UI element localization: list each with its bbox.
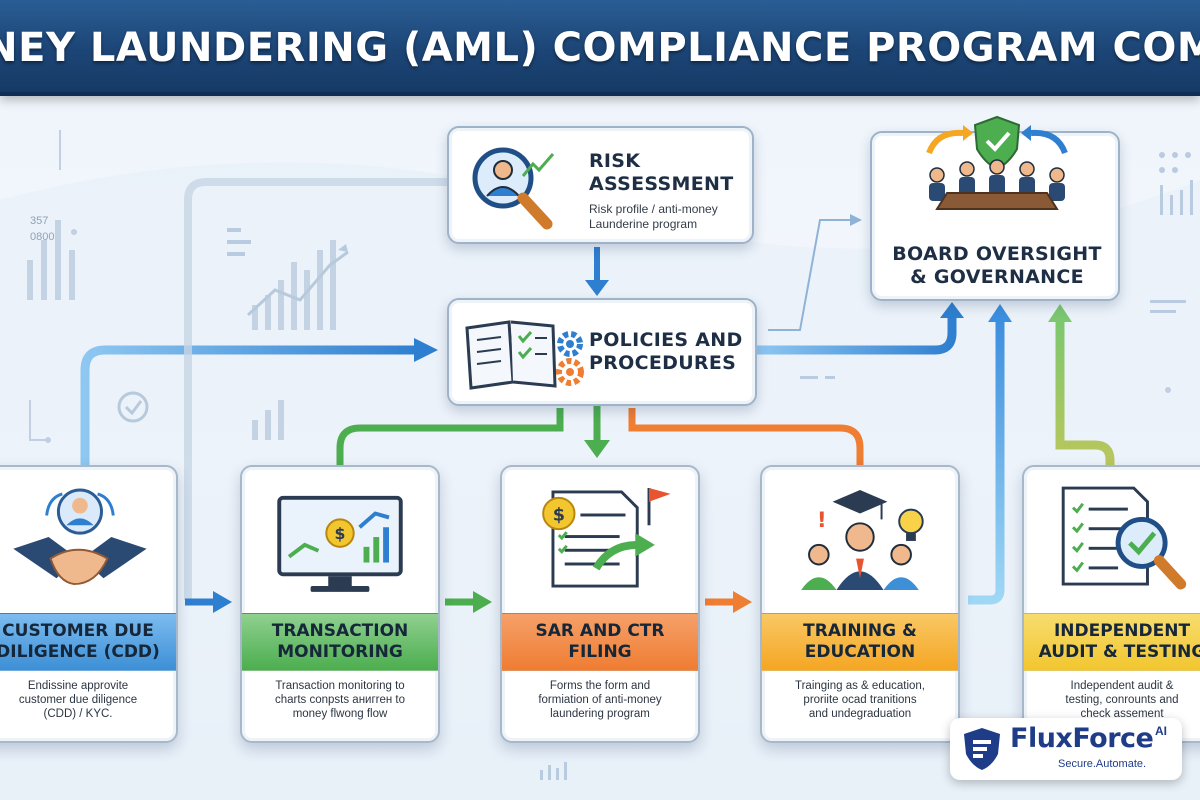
card-description: Forms the form and formiation of anti-mo… <box>510 679 690 721</box>
card-title-2: AUDIT & TESTING <box>1038 642 1200 662</box>
risk-assessment-title-2: ASSESSMENT <box>589 173 734 195</box>
risk-assessment-sub-1: Risk profile / anti-money <box>589 202 718 216</box>
desc-line: formiation of anti-money <box>538 694 662 706</box>
card-title-2: EDUCATION <box>804 642 916 662</box>
flag-icon <box>647 488 671 526</box>
desc-line: testing, conrounts and <box>1065 694 1179 706</box>
fluxforce-logo: FluxForce AI Secure.Automate. <box>950 718 1182 780</box>
dollar-document-icon: $ <box>542 488 671 588</box>
board-title-2: & GOVERNANCE <box>910 266 1084 288</box>
card-band: INDEPENDENT AUDIT & TESTING <box>1024 613 1200 671</box>
title-banner: ANTI-MONEY LAUNDERING (AML) COMPLIANCE P… <box>0 0 1200 96</box>
risk-assessment-title-1: RISK <box>589 150 641 172</box>
card-description: Transaction monitoring to charts conpsts… <box>250 679 430 721</box>
board-title-1: BOARD OVERSIGHT <box>892 243 1102 265</box>
card-title-1: SAR AND CTR <box>535 621 665 641</box>
card-arrows <box>185 591 752 613</box>
card-band: TRANSACTION MONITORING <box>242 613 438 671</box>
graduation-cap-icon: ! <box>801 490 924 590</box>
risk-assessment-node: RISK ASSESSMENT Risk profile / anti-mone… <box>447 126 754 244</box>
book-checklist-icon <box>465 320 557 390</box>
desc-line: Endissine approvite <box>27 680 129 692</box>
page-title: ANTI-MONEY LAUNDERING (AML) COMPLIANCE P… <box>0 25 1200 71</box>
magnifier-person-icon <box>472 147 555 230</box>
card-title-1: TRAINING & <box>803 621 917 641</box>
card-customer-due-diligence: CUSTOMER DUE DILIGENCE (CDD) Endissine a… <box>0 465 178 743</box>
desc-line: money flwong flow <box>292 708 388 720</box>
audit-checklist-icon <box>1061 486 1187 590</box>
board-oversight-node: BOARD OVERSIGHT & GOVERNANCE <box>870 115 1120 301</box>
desc-line: (CDD) / KYC. <box>43 708 113 720</box>
lightbulb-icon <box>898 508 924 541</box>
gear-icon <box>556 331 584 386</box>
policies-title-2: PROCEDURES <box>589 352 737 374</box>
board-meeting-icon <box>926 115 1068 210</box>
logo-tagline: Secure.Automate. <box>1058 758 1147 770</box>
svg-text:!: ! <box>817 508 827 533</box>
decor-number-1: 357 <box>30 215 48 227</box>
card-training-education: ! TRAINING & EDUCATION Trainging as & ed… <box>760 465 960 743</box>
desc-line: and undegraduation <box>808 708 912 720</box>
card-title-1: CUSTOMER DUE <box>2 621 154 641</box>
desc-line: charts conpsts aнигrен to <box>274 694 406 706</box>
card-sar-ctr-filing: $ SAR AND CTR FILING Forms the form and … <box>500 465 700 743</box>
policies-procedures-node: POLICIES AND PROCEDURES <box>447 298 757 406</box>
logo-ai: AI <box>1155 724 1167 738</box>
desc-line: customer due diligence <box>18 694 138 706</box>
desc-line: Trainging as & education, <box>795 680 925 692</box>
desc-line: Independent audit & <box>1070 680 1174 692</box>
card-title-1: INDEPENDENT <box>1053 621 1191 641</box>
svg-text:$: $ <box>553 505 565 525</box>
card-title-2: MONITORING <box>277 642 403 662</box>
policies-title-1: POLICIES AND <box>589 329 743 351</box>
desc-line: Transaction monitoring to <box>275 680 405 692</box>
shield-logo-icon <box>964 728 1000 770</box>
card-band: CUSTOMER DUE DILIGENCE (CDD) <box>0 613 176 671</box>
card-description: Trainging as & education, proriite ocad … <box>770 679 950 721</box>
card-transaction-monitoring: $ TRANSACTION MONITORING Transaction mon… <box>240 465 440 743</box>
card-title-1: TRANSACTION <box>271 621 409 641</box>
decor-number-2: 0800 <box>30 231 54 243</box>
card-title-2: DILIGENCE (CDD) <box>0 642 160 662</box>
card-title-2: FILING <box>568 642 632 662</box>
card-band: SAR AND CTR FILING <box>502 613 698 671</box>
logo-name: FluxForce <box>1010 723 1154 754</box>
card-description: Independent audit & testing, conrounts a… <box>1032 679 1200 721</box>
handshake-icon <box>13 488 147 586</box>
desc-line: laundering program <box>550 708 650 720</box>
desc-line: Forms the form and <box>549 680 651 692</box>
card-description: Endissine approvite customer due diligen… <box>0 679 168 721</box>
desc-line: proriite ocad tranitions <box>803 694 917 706</box>
card-independent-audit: INDEPENDENT AUDIT & TESTING Independent … <box>1022 465 1200 743</box>
desc-line: check assement <box>1080 708 1164 720</box>
monitor-chart-icon: $ <box>277 495 403 592</box>
card-band: TRAINING & EDUCATION <box>762 613 958 671</box>
svg-text:$: $ <box>335 524 346 543</box>
risk-assessment-sub-2: Launderine program <box>589 217 698 231</box>
